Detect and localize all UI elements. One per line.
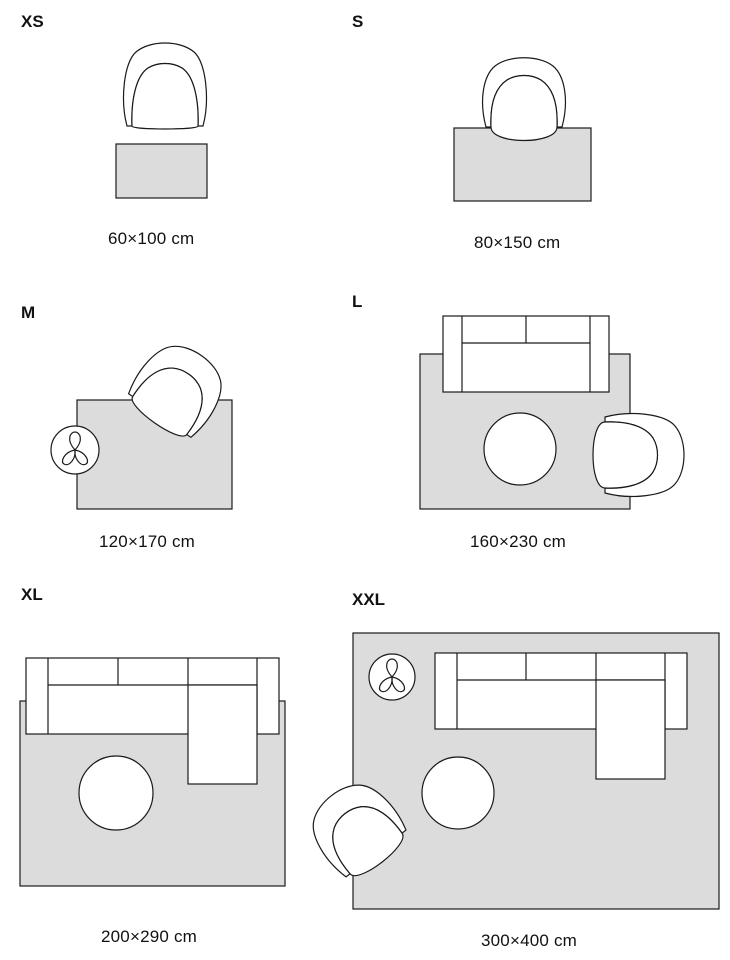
xxl-plant-pot [368, 653, 416, 701]
size-code-xxl: XXL [352, 590, 386, 609]
dimensions-l: 160×230 cm [470, 532, 567, 551]
m-chair [127, 345, 222, 439]
xxl-coffee-table [421, 756, 495, 830]
xxl-chair [312, 784, 407, 878]
m-diagram [50, 345, 233, 510]
dimensions-s: 80×150 cm [474, 233, 561, 252]
xl-coffee-table [78, 755, 154, 831]
dimensions-xxl: 300×400 cm [481, 931, 578, 950]
xxl-sectional-sofa [434, 652, 688, 780]
s-diagram [453, 57, 592, 202]
l-diagram [419, 315, 685, 510]
m-plant-pot [50, 425, 100, 475]
l-sofa [442, 315, 610, 393]
xs-rug [115, 143, 208, 199]
size-code-xs: XS [21, 12, 44, 31]
xxl-diagram [312, 632, 720, 910]
dimensions-xl: 200×290 cm [101, 927, 198, 946]
size-code-m: M [21, 303, 36, 322]
s-chair [481, 57, 567, 141]
xs-diagram [115, 42, 208, 199]
size-code-xl: XL [21, 585, 43, 604]
l-chair [592, 412, 685, 498]
xl-diagram [19, 657, 286, 887]
xl-sectional-sofa [25, 657, 280, 785]
size-code-s: S [352, 12, 364, 31]
dimensions-m: 120×170 cm [99, 532, 196, 551]
dimensions-xs: 60×100 cm [108, 229, 195, 248]
l-coffee-table [483, 412, 557, 486]
xs-chair [122, 42, 208, 130]
size-code-l: L [352, 292, 363, 311]
